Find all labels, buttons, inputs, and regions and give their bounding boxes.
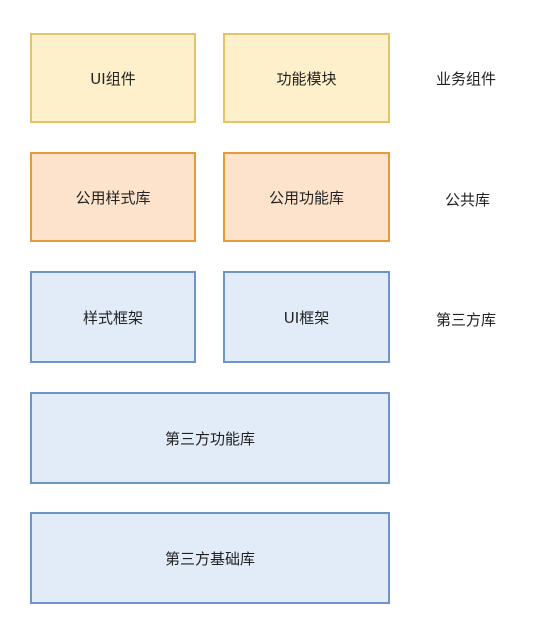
public-layer-label: 公共库: [445, 191, 491, 209]
function-module-label: 功能模块: [276, 69, 337, 88]
public-function-library-label: 公用功能库: [268, 188, 344, 207]
public-style-library-box: 公用样式库: [30, 152, 196, 242]
ui-framework-label: UI框架: [283, 308, 330, 327]
public-function-library-box: 公用功能库: [223, 152, 390, 242]
third-party-function-library-box: 第三方功能库: [30, 392, 390, 484]
style-framework-box: 样式框架: [30, 271, 196, 363]
ui-component-box: UI组件: [30, 33, 196, 123]
ui-component-label: UI组件: [90, 69, 136, 88]
third-party-base-library-label: 第三方基础库: [164, 549, 255, 568]
public-style-library-label: 公用样式库: [75, 188, 151, 207]
style-framework-label: 样式框架: [82, 308, 143, 327]
third-party-layer-label: 第三方库: [436, 311, 497, 329]
function-module-box: 功能模块: [223, 33, 390, 123]
business-layer-label: 业务组件: [436, 70, 497, 88]
third-party-function-library-label: 第三方功能库: [164, 429, 255, 448]
ui-framework-box: UI框架: [223, 271, 390, 363]
third-party-base-library-box: 第三方基础库: [30, 512, 390, 604]
